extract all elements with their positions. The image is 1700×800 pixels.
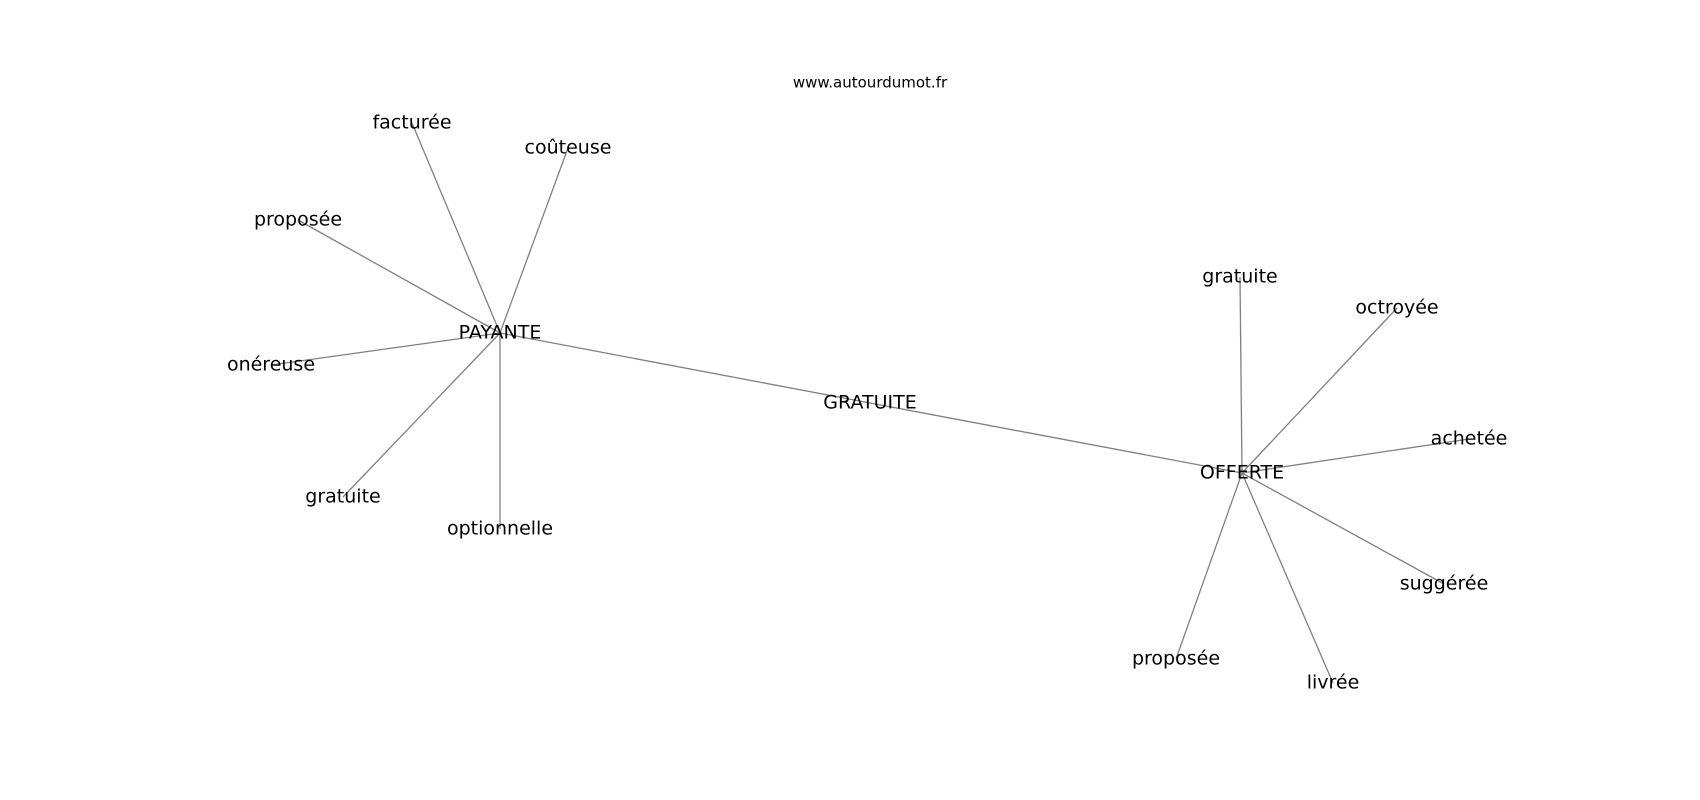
node-label-payante-optionnelle[interactable]: optionnelle: [447, 518, 553, 540]
node-label-offerte-gratuite[interactable]: gratuite: [1202, 266, 1277, 288]
edge-payante-gratuite-center: [499, 332, 871, 404]
node-label-offerte[interactable]: OFFERTE: [1200, 462, 1284, 484]
edge-offerte-offerte-suggeree: [1241, 472, 1445, 585]
edge-payante-payante-proposee: [297, 219, 501, 334]
edge-offerte-offerte-achetee: [1241, 438, 1470, 474]
node-label-offerte-suggeree[interactable]: suggérée: [1400, 573, 1489, 595]
edge-payante-payante-facturee: [411, 122, 501, 334]
node-label-payante-gratuite[interactable]: gratuite: [305, 486, 380, 508]
node-label-payante-proposee[interactable]: proposée: [254, 209, 342, 231]
edge-gratuite-center-offerte: [869, 402, 1243, 474]
node-label-payante-facturee[interactable]: facturée: [372, 112, 451, 134]
node-label-payante-onereuse[interactable]: onéreuse: [227, 354, 315, 376]
node-label-gratuite-center[interactable]: GRATUITE: [823, 392, 916, 414]
edge-payante-payante-gratuite: [342, 332, 501, 498]
graph-nodes: GRATUITE PAYANTE OFFERTE facturée coûteuse pr…: [227, 112, 1507, 694]
edge-payante-payante-onereuse: [270, 332, 501, 366]
node-label-offerte-octroyee[interactable]: octroyée: [1355, 297, 1438, 319]
site-url-label: www.autourdumot.fr: [793, 74, 948, 92]
node-label-offerte-achetee[interactable]: achetée: [1431, 428, 1508, 450]
edge-offerte-offerte-octroyee: [1241, 307, 1398, 474]
node-label-payante[interactable]: PAYANTE: [459, 322, 542, 344]
graph-edges: [270, 122, 1470, 684]
node-label-offerte-livree[interactable]: livrée: [1307, 672, 1360, 694]
edge-offerte-offerte-proposee: [1175, 472, 1243, 660]
node-label-offerte-proposee[interactable]: proposée: [1132, 648, 1220, 670]
edge-payante-payante-couteuse: [499, 147, 569, 334]
edge-offerte-offerte-livree: [1241, 472, 1334, 684]
edge-offerte-offerte-gratuite: [1239, 276, 1243, 474]
node-label-payante-couteuse[interactable]: coûteuse: [525, 137, 612, 159]
